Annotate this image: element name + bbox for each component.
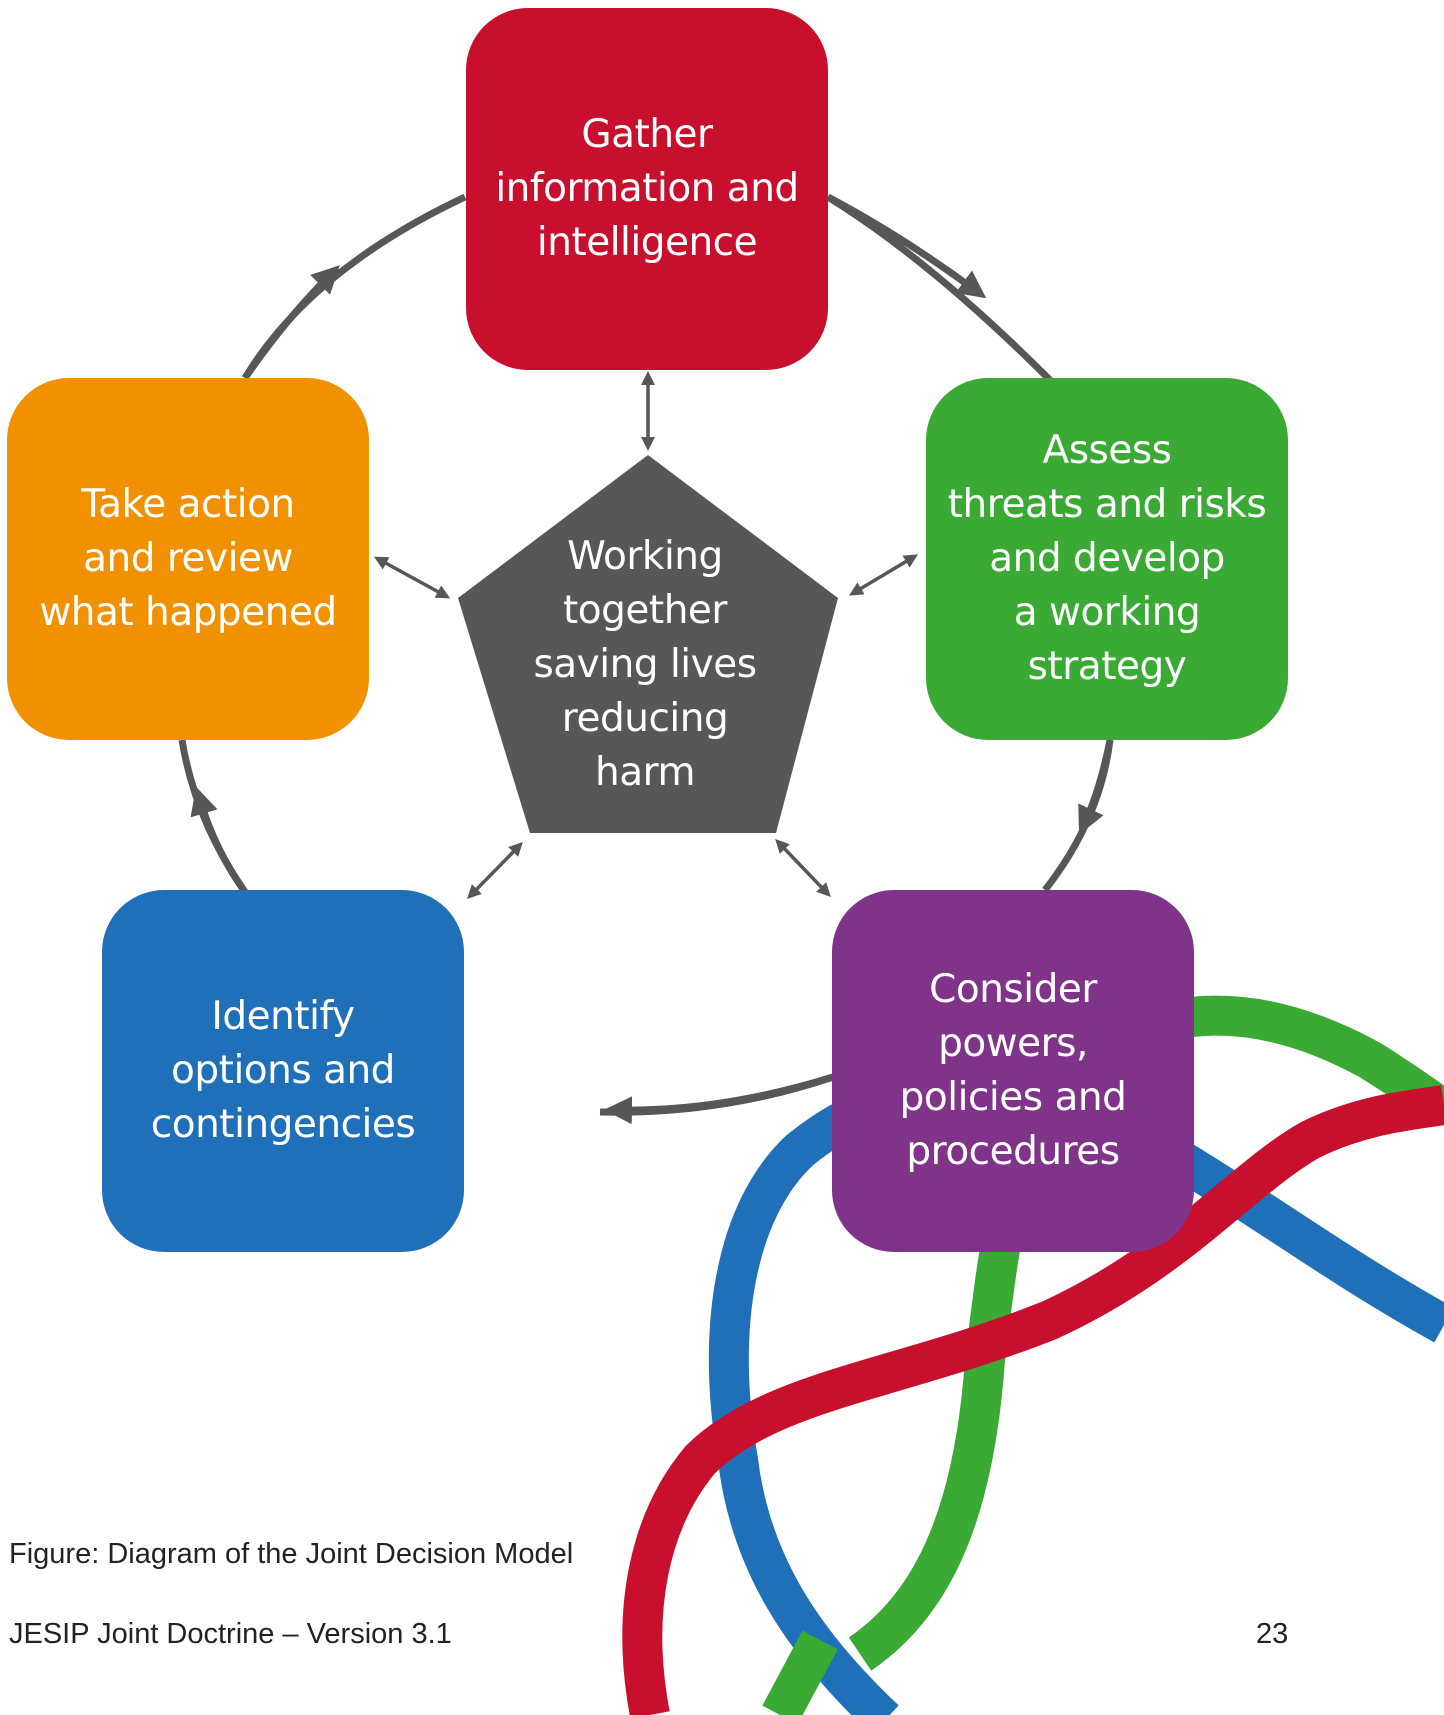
cycle-arrow-1-head xyxy=(826,193,987,299)
stage-assess: Assess threats and risks and develop a w… xyxy=(926,378,1288,740)
link-assess xyxy=(848,554,919,596)
cycle-arrow-3-head xyxy=(604,1073,835,1125)
cycle-arrow-1 xyxy=(826,194,1053,383)
figure-caption: Figure: Diagram of the Joint Decision Mo… xyxy=(9,1538,574,1570)
stage-act-label: Take action and review what happened xyxy=(39,482,337,635)
stage-identify: Identify options and contingencies xyxy=(102,890,464,1252)
ribbon-red xyxy=(622,1085,1444,1715)
stage-gather-label: Gather information and intelligence xyxy=(495,112,799,265)
link-consider xyxy=(775,838,831,898)
link-identify xyxy=(467,841,523,900)
page-number: 23 xyxy=(1256,1618,1289,1650)
cycle-arrow-2 xyxy=(1042,739,1114,893)
cycle-arrow-5-head xyxy=(242,265,340,380)
link-act xyxy=(373,556,451,599)
stage-act: Take action and review what happened xyxy=(7,378,369,740)
ribbon-blue xyxy=(708,1067,1444,1715)
cycle-arrow-4 xyxy=(178,739,248,894)
cycle-arrow-4-head xyxy=(190,786,248,895)
center-pentagon xyxy=(458,455,838,833)
center-links xyxy=(373,371,919,900)
cycle-arrow-5 xyxy=(242,193,467,380)
ribbon-green-tip xyxy=(762,1630,838,1715)
stage-assess-label: Assess threats and risks and develop a w… xyxy=(947,428,1267,689)
footer-doc-title: JESIP Joint Doctrine – Version 3.1 xyxy=(9,1618,452,1650)
stage-gather: Gather information and intelligence xyxy=(466,8,828,370)
center-label: Working together saving lives reducing h… xyxy=(533,534,757,795)
stage-consider: Consider powers, policies and procedures xyxy=(832,890,1194,1252)
cycle-arrow-2-head xyxy=(1078,739,1114,835)
cycle-arrows xyxy=(178,193,1114,1125)
stage-identify-label: Identify options and contingencies xyxy=(150,994,416,1147)
stage-consider-label: Consider powers, policies and procedures xyxy=(899,967,1127,1174)
